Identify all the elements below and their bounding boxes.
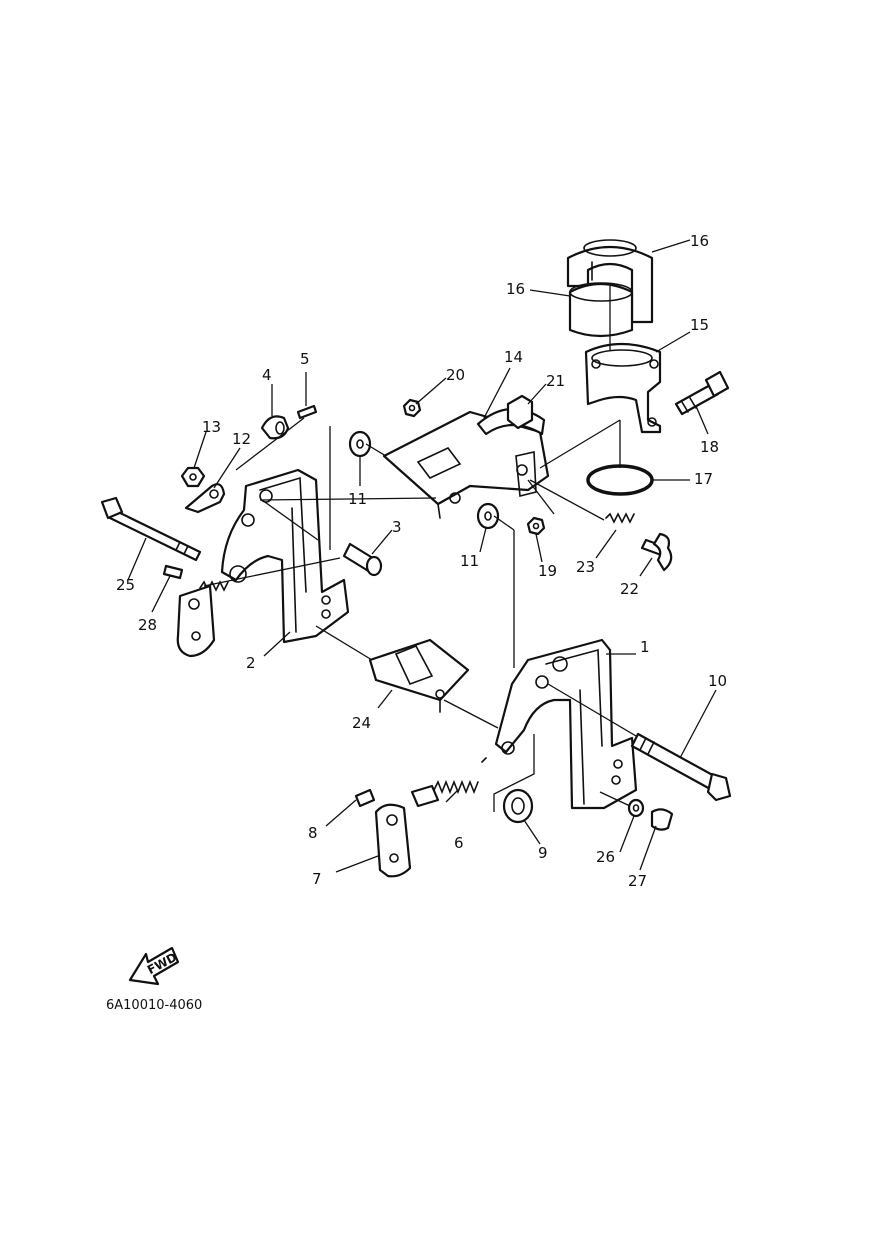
part-23-spring <box>605 512 635 524</box>
callout-20: 20 <box>446 366 465 384</box>
callout-16-left: 16 <box>506 280 525 298</box>
callout-7: 7 <box>312 870 322 888</box>
drawing-code: 6A10010-4060 <box>106 998 202 1013</box>
callout-17: 17 <box>694 470 713 488</box>
part-27-wing-nut <box>650 808 674 831</box>
callout-26: 26 <box>596 848 615 866</box>
callout-15: 15 <box>690 316 709 334</box>
part-28-pin <box>162 564 184 580</box>
callout-19: 19 <box>538 562 557 580</box>
callout-2: 2 <box>246 654 256 672</box>
callout-24: 24 <box>352 714 371 732</box>
part-18-bolt <box>674 370 730 416</box>
callout-27: 27 <box>628 872 647 890</box>
part-22-wing-bolt <box>640 532 673 572</box>
callout-labels: 1 2 3 4 5 6 7 8 9 10 11 11 12 13 14 15 1… <box>116 232 727 890</box>
callout-10: 10 <box>708 672 727 690</box>
part-16-bushing-lower <box>568 282 634 338</box>
callout-8: 8 <box>308 824 318 842</box>
callout-14: 14 <box>504 348 523 366</box>
part-5-pin <box>296 404 318 420</box>
callout-22: 22 <box>620 580 639 598</box>
callout-5: 5 <box>300 350 310 368</box>
left-clamp-screw <box>176 580 229 658</box>
callout-12: 12 <box>232 430 251 448</box>
callout-13: 13 <box>202 418 221 436</box>
callout-16-right: 16 <box>690 232 709 250</box>
callout-4: 4 <box>262 366 272 384</box>
part-17-o-ring <box>586 464 654 496</box>
part-13-nut <box>180 466 206 488</box>
assembly-centerlines <box>203 286 637 807</box>
part-9-pad <box>493 734 535 824</box>
part-6-clamp-screw <box>410 757 487 808</box>
part-11-washer-lower <box>476 502 500 530</box>
leader-lines <box>127 239 717 873</box>
part-26-washer <box>627 798 645 818</box>
callout-3: 3 <box>392 518 402 536</box>
fwd-arrow-icon: FWD <box>128 946 179 986</box>
part-4-cap <box>260 415 290 440</box>
part-15-clamp <box>584 342 662 434</box>
callout-21: 21 <box>546 372 565 390</box>
part-19-nut <box>526 516 546 536</box>
callout-11-lower: 11 <box>460 552 479 570</box>
part-21-plug <box>506 394 534 430</box>
callout-6: 6 <box>454 834 464 852</box>
callout-23: 23 <box>576 558 595 576</box>
part-3-pin <box>342 542 383 577</box>
callout-1: 1 <box>640 638 650 656</box>
callout-25: 25 <box>116 576 135 594</box>
part-14-swivel-bracket <box>382 407 550 519</box>
part-11-washer-upper <box>348 430 372 458</box>
callout-9: 9 <box>538 844 548 862</box>
part-25-long-bolt <box>100 496 202 562</box>
part-7-handle <box>374 803 412 878</box>
callout-28: 28 <box>138 616 157 634</box>
part-2-clamp-bracket <box>220 468 350 644</box>
callout-18: 18 <box>700 438 719 456</box>
part-1-clamp-bracket <box>494 638 638 810</box>
part-12-plate <box>184 483 226 514</box>
part-10-long-bolt <box>630 732 732 802</box>
part-8-pin <box>354 788 376 808</box>
callout-11-upper: 11 <box>348 490 367 508</box>
part-24-tilt-stopper <box>368 638 470 713</box>
